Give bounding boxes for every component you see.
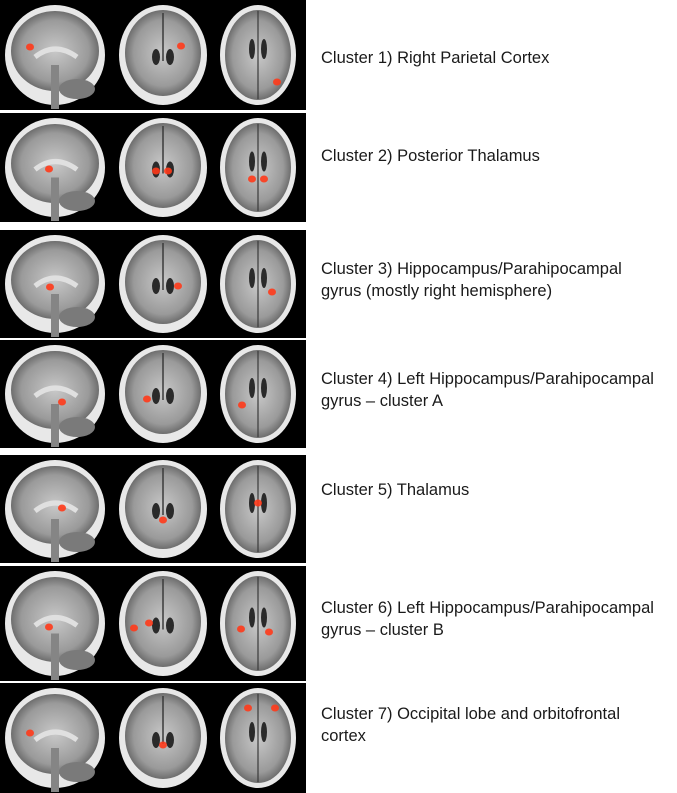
right-ventricle [166, 503, 174, 519]
cluster-3-label: Cluster 3) Hippocampus/Parahipocampal gy… [321, 258, 673, 302]
cluster-2-sag-blob-1 [45, 165, 53, 173]
cluster-1-sag-blob-1 [26, 43, 34, 51]
cluster-3-label-line-2: gyrus (mostly right hemisphere) [321, 282, 553, 300]
cluster-6-axi-blob-2 [265, 628, 273, 636]
brainstem [51, 65, 59, 109]
corpus-callosum [33, 729, 79, 743]
cluster-6-cor-blob-1 [145, 619, 153, 627]
right-ventricle [166, 617, 174, 634]
cluster-5-cor-blob-1 [159, 516, 167, 524]
cerebellum [59, 79, 95, 99]
cluster-5-label: Cluster 5) Thalamus [321, 479, 673, 501]
cluster-3-label-line-1: Cluster 3) Hippocampus/Parahipocampal [321, 260, 622, 278]
axial-right-ventricle [261, 607, 267, 628]
axial-left-ventricle [249, 151, 255, 172]
corpus-callosum [33, 159, 79, 172]
axial-left-ventricle [249, 607, 255, 628]
cluster-7-label-line-1: Cluster 7) Occipital lobe and orbitofron… [321, 705, 620, 723]
cerebellum [59, 307, 95, 327]
left-ventricle [152, 732, 160, 748]
cluster-2-label: Cluster 2) Posterior Thalamus [321, 145, 673, 167]
cluster-1-axi-blob-1 [273, 78, 281, 86]
cluster-7-sag-blob-1 [26, 729, 34, 737]
cluster-6-sag-blob-1 [45, 623, 53, 631]
cluster-7-axi-blob-1 [244, 704, 252, 712]
cluster-6-label: Cluster 6) Left Hippocampus/Parahipocamp… [321, 597, 673, 641]
cluster-4-cor-blob-1 [143, 395, 151, 403]
brainstem [51, 177, 59, 221]
cluster-7-cor-blob-1 [159, 741, 167, 749]
cluster-5-label-line-1: Cluster 5) Thalamus [321, 481, 470, 499]
cerebellum [59, 417, 95, 437]
cluster-3-cor-blob-1 [174, 282, 182, 290]
cluster-4-label: Cluster 4) Left Hippocampus/Parahipocamp… [321, 368, 673, 412]
brainstem [51, 633, 59, 680]
brainstem [51, 404, 59, 447]
right-ventricle [166, 732, 174, 748]
axial-left-ventricle [249, 493, 255, 513]
corpus-callosum [33, 385, 79, 399]
right-ventricle [166, 278, 174, 294]
left-ventricle [152, 503, 160, 519]
cluster-2-cor-blob-2 [164, 167, 172, 175]
left-ventricle [152, 49, 160, 65]
cluster-4-label-line-1: Cluster 4) Left Hippocampus/Parahipocamp… [321, 370, 654, 388]
cluster-6-label-line-2: gyrus – cluster B [321, 621, 444, 639]
cluster-2-cor-blob-1 [152, 167, 160, 175]
axial-right-ventricle [261, 722, 267, 742]
brainstem [51, 294, 59, 337]
cluster-1-label: Cluster 1) Right Parietal Cortex [321, 47, 673, 69]
corpus-callosum [33, 275, 79, 289]
cluster-6-cor-blob-2 [130, 624, 138, 632]
axial-left-ventricle [249, 39, 255, 59]
cerebellum [59, 191, 95, 211]
right-ventricle [166, 388, 174, 404]
right-ventricle [166, 49, 174, 65]
axial-right-ventricle [261, 378, 267, 398]
axial-right-ventricle [261, 151, 267, 172]
cluster-1-label-line-1: Cluster 1) Right Parietal Cortex [321, 49, 550, 67]
cluster-3-axi-blob-1 [268, 288, 276, 296]
axial-right-ventricle [261, 39, 267, 59]
axial-right-ventricle [261, 268, 267, 288]
cluster-3-sag-blob-1 [46, 283, 54, 291]
cerebellum [59, 762, 95, 782]
cluster-4-axi-blob-1 [238, 401, 246, 409]
axial-right-ventricle [261, 493, 267, 513]
brainstem [51, 748, 59, 792]
axial-left-ventricle [249, 378, 255, 398]
cluster-4-sag-blob-1 [58, 398, 66, 406]
cluster-5-sag-blob-1 [58, 504, 66, 512]
corpus-callosum [33, 46, 79, 60]
cluster-6-axi-blob-1 [237, 625, 245, 633]
corpus-callosum [33, 615, 79, 628]
cluster-6-label-line-1: Cluster 6) Left Hippocampus/Parahipocamp… [321, 599, 654, 617]
cluster-5-axi-blob-1 [254, 499, 262, 507]
left-ventricle [152, 388, 160, 404]
mri-slices [5, 5, 296, 792]
cluster-7-axi-blob-2 [271, 704, 279, 712]
left-ventricle [152, 278, 160, 294]
cerebellum [59, 532, 95, 552]
axial-left-ventricle [249, 268, 255, 288]
cluster-2-label-line-1: Cluster 2) Posterior Thalamus [321, 147, 540, 165]
cluster-7-label-line-2: cortex [321, 727, 366, 745]
cluster-7-label: Cluster 7) Occipital lobe and orbitofron… [321, 703, 673, 747]
cluster-2-axi-blob-1 [248, 175, 256, 183]
cluster-4-label-line-2: gyrus – cluster A [321, 392, 443, 410]
cluster-2-axi-blob-2 [260, 175, 268, 183]
left-ventricle [152, 617, 160, 634]
axial-left-ventricle [249, 722, 255, 742]
brainstem [51, 519, 59, 562]
corpus-callosum [33, 500, 79, 514]
cluster-1-cor-blob-1 [177, 42, 185, 50]
cerebellum [59, 650, 95, 670]
